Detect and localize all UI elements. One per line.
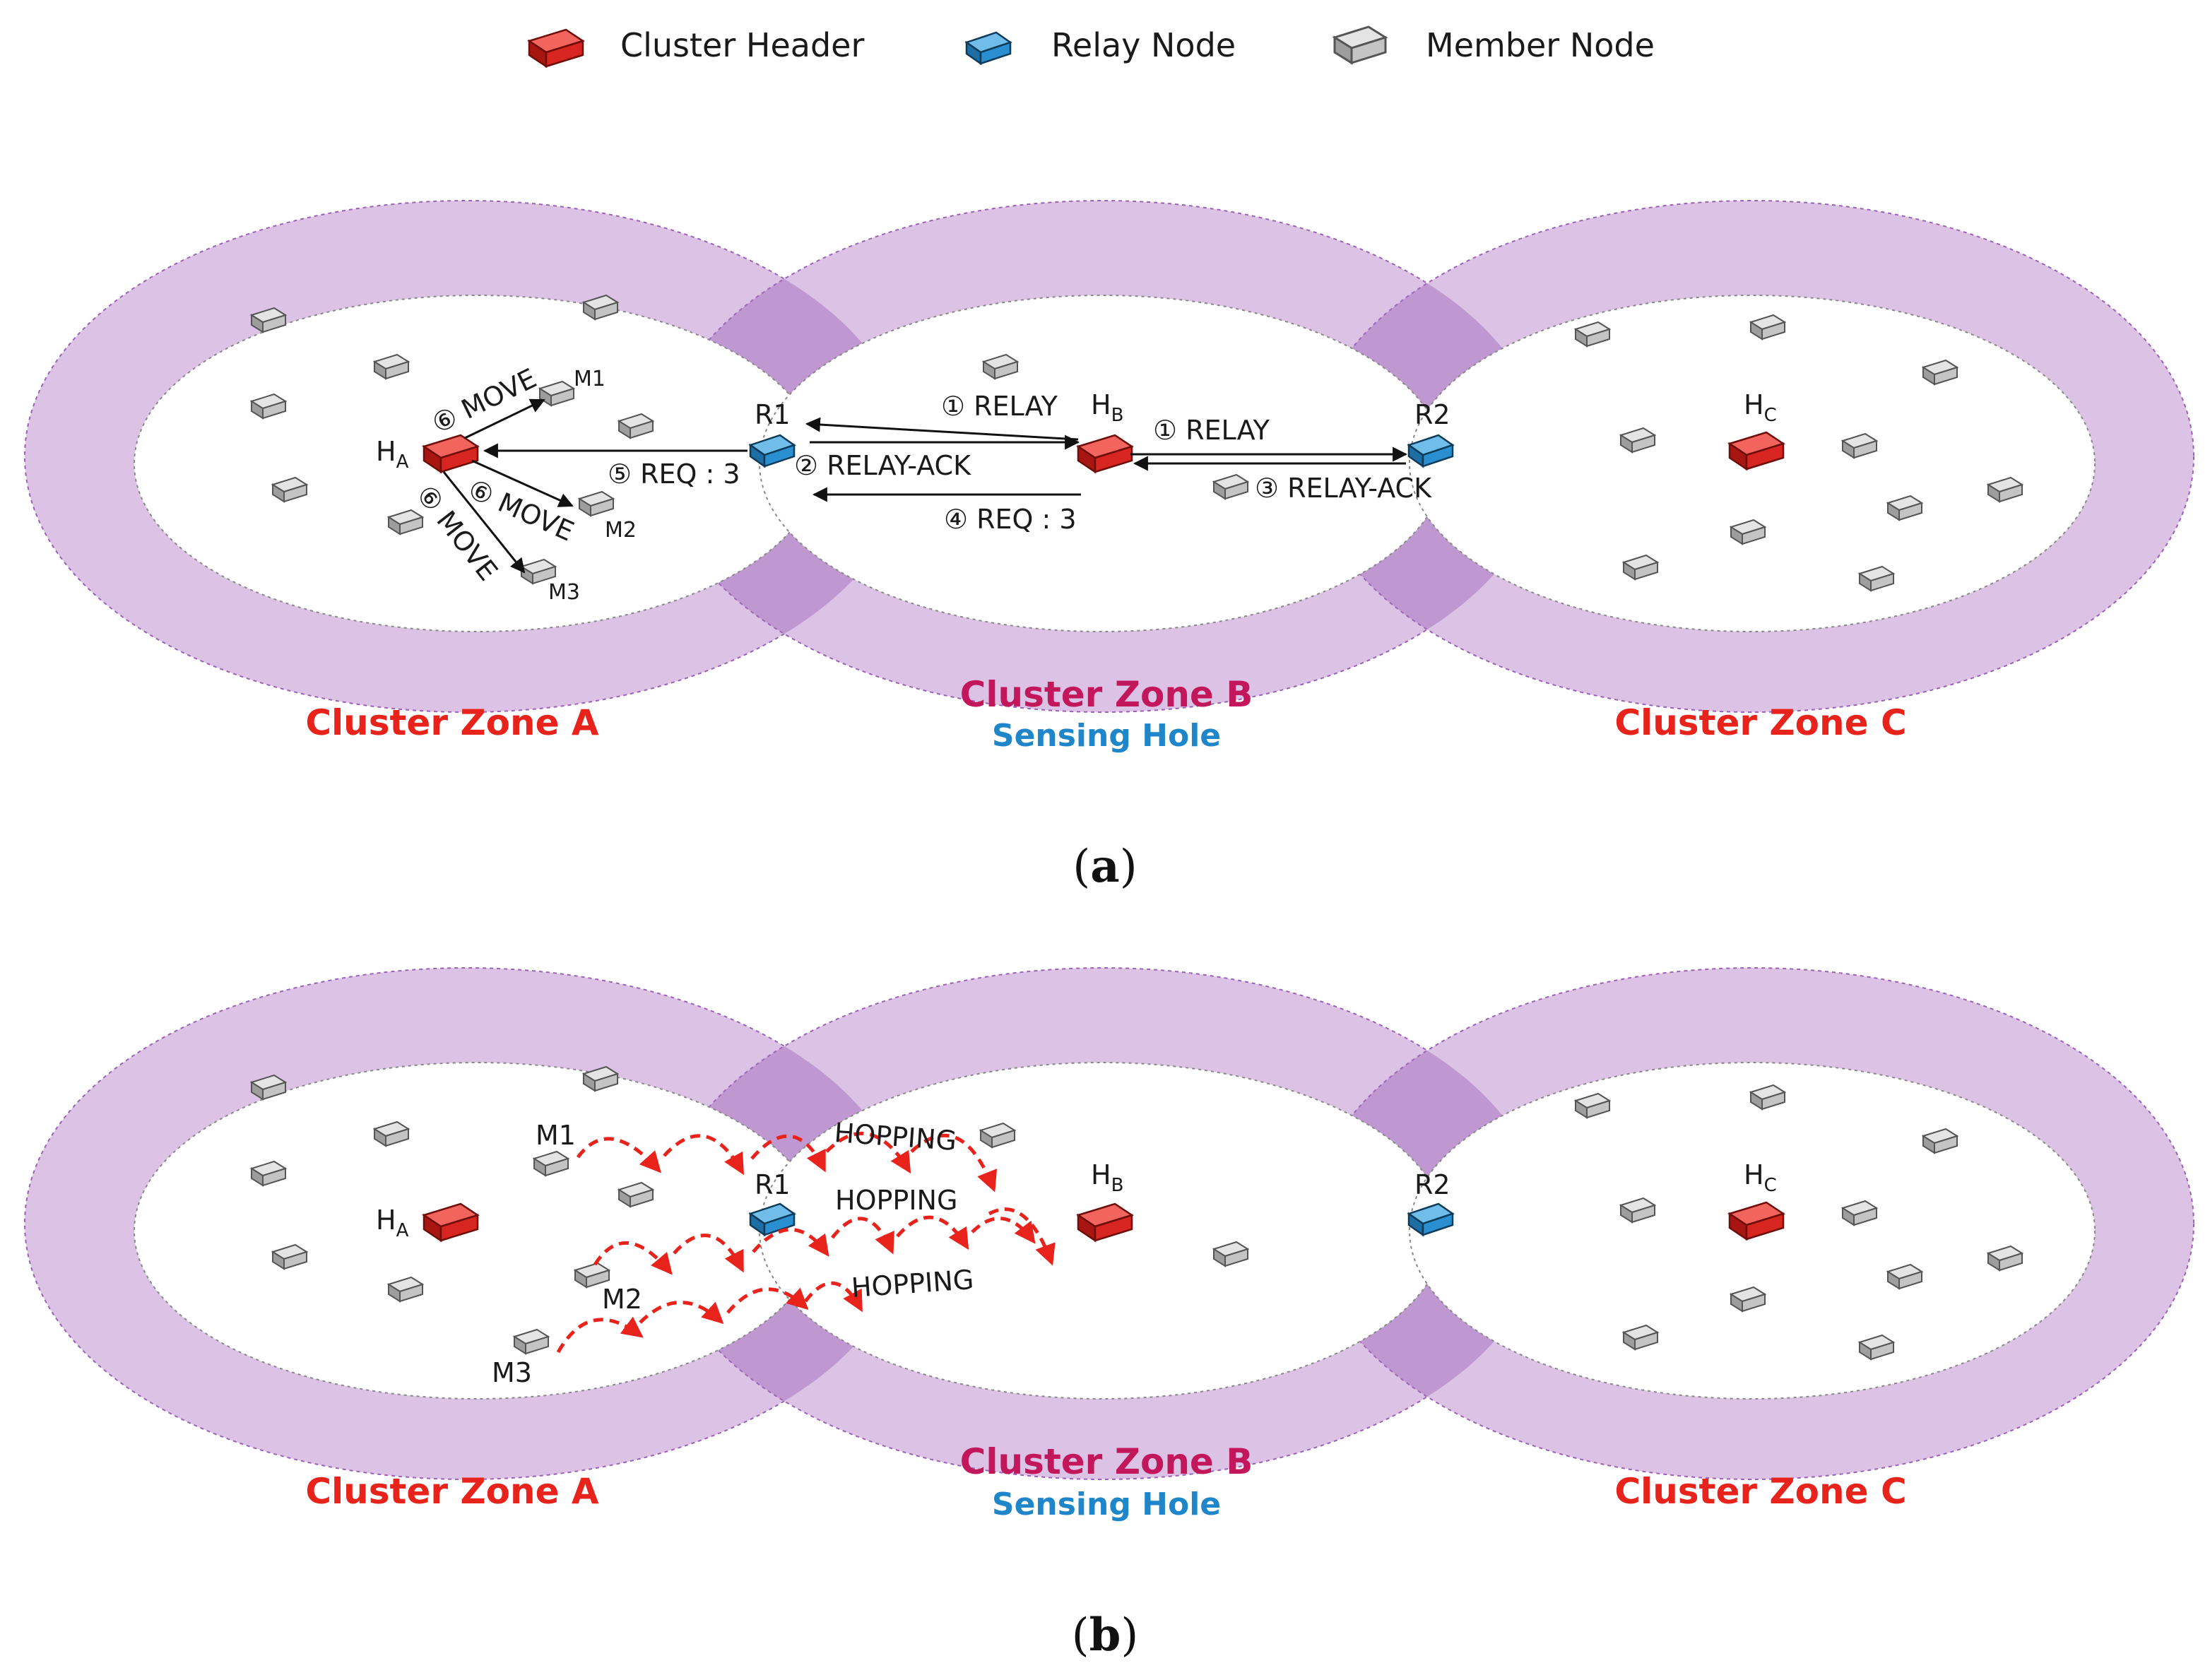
legend-header-label: Cluster Header <box>620 26 864 64</box>
legend-relay-icon <box>965 31 1012 65</box>
arrow-relay-b-to-r1 <box>805 417 1079 441</box>
caption-a: (a) <box>1072 840 1137 893</box>
hop-m3-1 <box>556 1316 644 1354</box>
label-hb: HB <box>1091 389 1123 426</box>
label-m3-b: M3 <box>492 1357 532 1388</box>
arrow-move-m1 <box>464 398 545 439</box>
hop-m1-1 <box>576 1137 662 1173</box>
message-arrows-a <box>442 398 1408 574</box>
panel-a: HA HB HC R1 R2 M1 M2 M3 ① RELAY ② RELAY-… <box>24 200 2194 893</box>
hop-m2-4 <box>831 1217 894 1255</box>
label-hb-b: HB <box>1091 1159 1123 1196</box>
zone-a-inner-b <box>134 1062 820 1400</box>
label-m1: M1 <box>574 367 605 391</box>
hop-m1-5 <box>910 1133 998 1193</box>
legend: Cluster Header Relay Node Member Node <box>528 25 1655 68</box>
hop-m1-4 <box>825 1131 911 1174</box>
label-m2: M2 <box>605 518 637 543</box>
zone-c-label: Cluster Zone C <box>1614 702 1906 743</box>
legend-relay-label: Relay Node <box>1051 26 1236 64</box>
hop-m2-1 <box>593 1241 673 1275</box>
arrow-move-m3 <box>442 471 526 574</box>
zone-c-label-b: Cluster Zone C <box>1614 1471 1906 1512</box>
label-r2: R2 <box>1414 399 1450 430</box>
zone-a-label-b: Cluster Zone A <box>305 1471 599 1512</box>
label-m3: M3 <box>548 580 580 605</box>
zone-b-label-b: Cluster Zone B <box>960 1441 1253 1482</box>
label-r2-b: R2 <box>1414 1169 1450 1200</box>
msg-req-b: ④ REQ : 3 <box>944 504 1077 535</box>
hop-m2-2 <box>673 1234 744 1273</box>
zone-a-label: Cluster Zone A <box>305 702 599 743</box>
hop-m2-7 <box>988 1207 1056 1266</box>
hop-m2-5 <box>896 1215 969 1250</box>
msg-relay-ack-right: ③ RELAY-ACK <box>1255 473 1432 504</box>
label-ha: HA <box>376 436 409 473</box>
msg-relay-ack-left: ② RELAY-ACK <box>794 450 971 481</box>
hop-label-2: HOPPING <box>835 1185 957 1216</box>
legend-header-icon <box>528 28 584 68</box>
label-ha-b: HA <box>376 1205 409 1241</box>
msg-req-a: ⑤ REQ : 3 <box>608 459 740 490</box>
label-m2-b: M2 <box>602 1284 642 1315</box>
hop-m1-2 <box>663 1134 744 1176</box>
legend-member-label: Member Node <box>1426 26 1655 64</box>
caption-b: (b) <box>1072 1609 1139 1662</box>
label-hc: HC <box>1744 389 1777 426</box>
label-r1: R1 <box>755 399 791 430</box>
sensing-hole-label: Sensing Hole <box>992 718 1221 754</box>
panel-b: HA HB HC R1 R2 M1 M2 M3 HOPPING HOPPING … <box>24 967 2194 1662</box>
hopping-arrows <box>556 1131 1056 1354</box>
zone-b-label: Cluster Zone B <box>960 674 1253 715</box>
label-m1-b: M1 <box>536 1120 576 1151</box>
label-hc-b: HC <box>1744 1159 1777 1196</box>
label-r1-b: R1 <box>755 1169 791 1200</box>
arrow-move-m2 <box>471 459 574 507</box>
hop-m2-6 <box>971 1217 1036 1244</box>
sensing-hole-label-b: Sensing Hole <box>992 1486 1221 1522</box>
legend-member-icon <box>1333 25 1387 64</box>
msg-relay-left: ① RELAY <box>941 391 1058 422</box>
hop-m3-4 <box>804 1282 863 1313</box>
msg-relay-right: ① RELAY <box>1153 415 1270 446</box>
